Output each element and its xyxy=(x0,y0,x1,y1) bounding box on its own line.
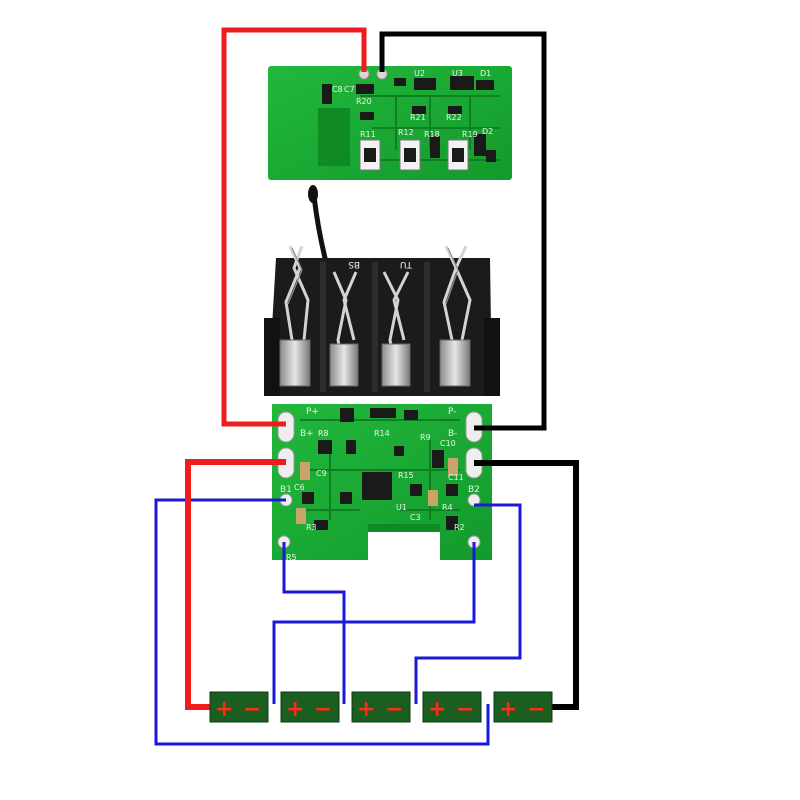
main-label-pplus: P+ xyxy=(306,407,319,417)
main-label-c11: C11 xyxy=(448,473,464,482)
cell-minus-sign: − xyxy=(456,697,474,722)
blue-wire-b2 xyxy=(414,503,522,704)
cell-plus-sign: + xyxy=(357,697,375,722)
cell-plus-sign: + xyxy=(499,697,517,722)
top-label-r21: R21 xyxy=(410,113,426,122)
battery-cells: + − + − + − + − + − xyxy=(209,691,553,723)
main-label-bplus: B+ xyxy=(300,429,314,439)
main-label-c6: C6 xyxy=(294,483,305,492)
main-label-r2: R2 xyxy=(454,523,465,532)
battery-cell: + − xyxy=(422,691,482,723)
main-label-r4: R4 xyxy=(442,503,453,512)
top-label-u3: U3 xyxy=(452,69,463,78)
battery-cell: + − xyxy=(209,691,269,723)
cell-plus-sign: + xyxy=(215,697,233,722)
top-label-c8: C8 xyxy=(332,85,343,94)
main-label-b1: B1 xyxy=(280,485,292,495)
top-pcb: C8 R20 U2 U3 R21 R22 R11 R12 R18 R19 D2 … xyxy=(268,66,512,180)
main-label-bminus: B- xyxy=(448,429,457,439)
cell-minus-sign: − xyxy=(243,697,261,722)
black-wire-bottom xyxy=(474,460,579,710)
top-label-d1: D1 xyxy=(480,69,491,78)
blue-wire-b1 xyxy=(154,498,490,746)
main-label-b2: B2 xyxy=(468,485,480,495)
red-wire-top xyxy=(221,27,367,427)
blue-wire-r5 xyxy=(282,542,346,704)
thermistor-probe xyxy=(308,185,329,265)
cell-minus-sign: − xyxy=(527,697,545,722)
main-label-pminus: P- xyxy=(448,407,456,417)
top-label-d2: D2 xyxy=(482,127,493,136)
top-label-r18: R18 xyxy=(424,130,440,139)
battery-cell: + − xyxy=(493,691,553,723)
top-label-r12: R12 xyxy=(398,128,414,137)
main-label-c10: C10 xyxy=(440,439,456,448)
main-label-r9: R9 xyxy=(420,433,431,442)
main-label-u1: U1 xyxy=(396,503,407,512)
top-label-r19: R19 xyxy=(462,130,478,139)
main-label-r8: R8 xyxy=(318,429,329,438)
top-label-r20: R20 xyxy=(356,97,372,106)
main-label-r14: R14 xyxy=(374,429,390,438)
main-label-r15: R15 xyxy=(398,471,414,480)
top-label-u2: U2 xyxy=(414,69,425,78)
connector-label-tu: TU xyxy=(400,259,413,269)
main-label-c3: C3 xyxy=(410,513,421,522)
cell-minus-sign: − xyxy=(314,697,332,722)
top-label-r11: R11 xyxy=(360,130,376,139)
main-pcb: P+ P- B+ B- R8 R9 R14 R15 C10 C11 B1 B2 … xyxy=(272,404,492,562)
connector-label-bs: BS xyxy=(348,259,360,269)
red-wire-bottom xyxy=(185,459,286,710)
main-label-r5: R5 xyxy=(286,553,297,562)
battery-cell: + − xyxy=(351,691,411,723)
top-label-r22: R22 xyxy=(446,113,462,122)
terminal-connector: BS TU xyxy=(264,245,500,396)
top-label-c7: C7 xyxy=(344,85,355,94)
main-label-r3: R3 xyxy=(306,523,317,532)
main-label-c9: C9 xyxy=(316,469,327,478)
cell-plus-sign: + xyxy=(428,697,446,722)
blue-wire-r2 xyxy=(272,542,476,704)
battery-cell: + − xyxy=(280,691,340,723)
cell-plus-sign: + xyxy=(286,697,304,722)
cell-minus-sign: − xyxy=(385,697,403,722)
black-wire-top xyxy=(379,31,547,431)
